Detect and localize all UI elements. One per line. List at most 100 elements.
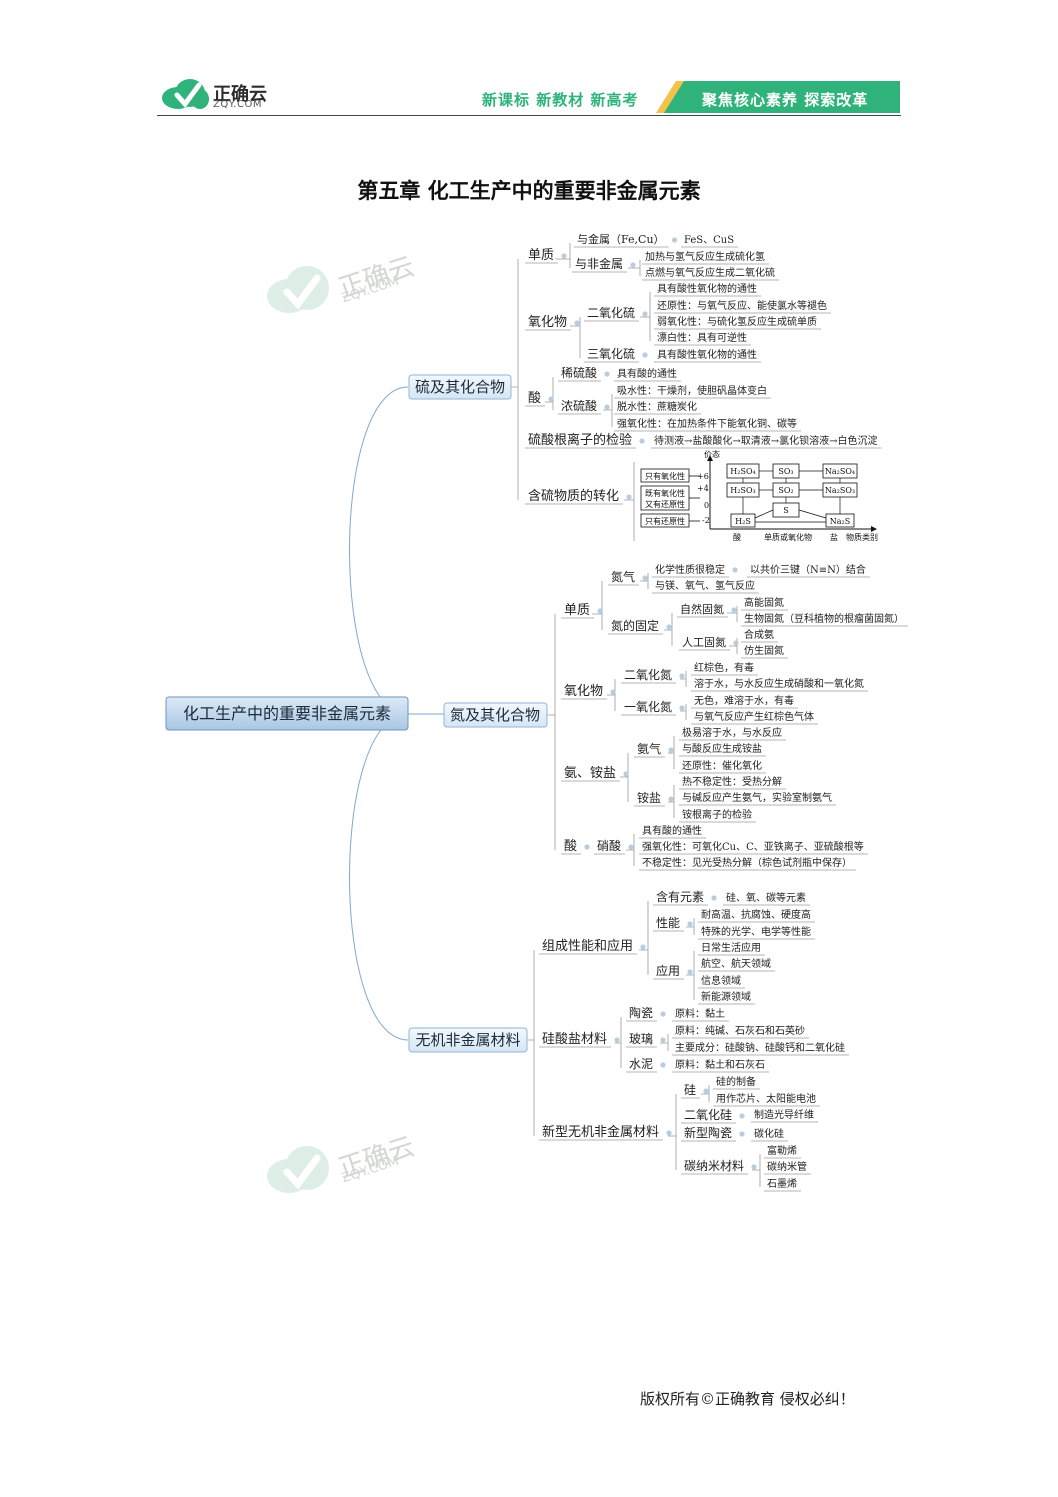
node-nh3: 氨气 [637, 741, 661, 756]
leaf-text: 加热与氢气反应生成硫化氢 [645, 250, 765, 263]
connector-dot [660, 1011, 666, 1017]
node-cnt: 碳纳米材料 [684, 1159, 744, 1173]
leaf-text: 硅的制备 [716, 1075, 756, 1088]
bracket-connector [752, 1154, 761, 1187]
leaf-text: 具有酸性氧化物的通性 [657, 282, 757, 295]
connector-dot [628, 844, 634, 850]
node-sulfur-elem: 单质 [528, 248, 554, 263]
bracket-connector [626, 834, 635, 866]
leaf-text: 新能源领域 [701, 990, 751, 1003]
leaf-text: 漂白性：具有可逆性 [657, 331, 747, 344]
leaf-text: 脱水性：蔗糖炭化 [617, 400, 697, 413]
sulfur-conversion-diagram: 价态 +6 +4 0 -2 只有氧化性 既有氧化性 又有还原性 只有还原性 H₂… [640, 449, 878, 542]
node-n2: 氮气 [611, 569, 635, 584]
bracket-connector [511, 259, 519, 500]
bracket-connector [545, 377, 554, 410]
valence-label: +6 [697, 472, 709, 481]
bracket-connector [640, 573, 649, 589]
leaf-text: 与镁、氧气、氢气反应 [655, 579, 755, 592]
connector-dot [751, 1164, 757, 1170]
leaf-text: 具有酸性氧化物的通性 [657, 348, 757, 361]
connector-dot [739, 1113, 745, 1119]
leaf-text: 特殊的光学、电学等性能 [701, 925, 811, 938]
slogan-right: 聚焦核心素养 探索改革 [702, 91, 869, 109]
valence-label: +4 [697, 484, 709, 493]
valence-label: 0 [704, 501, 709, 510]
diagram-x-axis-label: 盐 [830, 532, 838, 542]
sulfur-node-box [408, 374, 512, 400]
leaf-text: 信息领域 [701, 974, 741, 987]
leaf-text: 以共价三键（N≡N）结合 [750, 563, 866, 576]
connector-dot [561, 253, 567, 259]
leaf-text: 强氧化性：在加热条件下能氧化铜、碳等 [617, 417, 797, 430]
leaf-text: 碳化硅 [754, 1127, 784, 1140]
bracket-connector [592, 581, 603, 630]
node-ceramic: 陶瓷 [629, 1005, 653, 1020]
leaf-text: 富勒烯 [767, 1144, 797, 1157]
leaf-text: 与碱反应产生氨气，实验室制氨气 [682, 791, 832, 804]
connector-dot [671, 237, 678, 243]
node-perf: 性能 [656, 916, 680, 930]
node-glass: 玻璃 [629, 1032, 653, 1046]
mindmap-underlines [511, 243, 908, 1192]
watermark-cloud-icon [267, 266, 329, 313]
leaf-text: 与氧气反应产生红棕色气体 [694, 710, 814, 723]
leaf-text: 与酸反应生成铵盐 [682, 742, 762, 755]
node-new: 新型无机非金属材料 [542, 1124, 659, 1140]
compound-label: S [783, 506, 788, 515]
mindmap-nodes: 化工生产中的重要非金属元素 硫及其化合物 氮及其化合物 无机非金属材料 [165, 374, 548, 1053]
page-title: 第五章 化工生产中的重要非金属元素 [357, 178, 701, 203]
diagram-x-axis-label: 酸 [733, 532, 741, 542]
node-natural: 自然固氮 [680, 602, 724, 616]
compound-label: H₂SO₄ [730, 467, 755, 476]
connector-dot [548, 396, 554, 402]
connector-dot [660, 1062, 666, 1068]
node-cement: 水泥 [629, 1057, 653, 1071]
inorganic-node-label: 无机非金属材料 [415, 1031, 520, 1049]
copyright-footer: 版权所有©正确教育 侵权必纠！ [640, 1390, 855, 1408]
leaf-text: 石墨烯 [767, 1177, 797, 1190]
bracket-connector [607, 679, 616, 711]
compound-label: H₂SO₃ [730, 486, 755, 495]
leaf-text: 待测液→盐酸酸化→取清液→氯化钡溶液→白色沉淀 [654, 434, 878, 447]
mindmap-labels: 单质与金属（Fe,Cu）FeS、CuS与非金属加热与氢气反应生成硫化氢点燃与氧气… [528, 232, 904, 1190]
nitrogen-node-box [443, 702, 548, 728]
valence-label: -2 [702, 516, 710, 525]
leaf-text: 主要成分：硅酸钠、硅酸钙和二氧化硅 [675, 1041, 845, 1054]
node-artificial: 人工固氮 [682, 635, 726, 649]
compound-label: SO₂ [778, 486, 793, 495]
leaf-text: 弱氧化性：与硫化氢反应生成硫单质 [657, 315, 817, 328]
leaf-text: 红棕色，有毒 [694, 661, 754, 674]
bracket-connector [555, 243, 571, 268]
connector-dot [604, 404, 610, 410]
connector-dot [668, 796, 674, 802]
node-newceramic: 新型陶瓷 [684, 1125, 732, 1140]
root-node-box [165, 696, 409, 731]
bracket-connector [727, 606, 738, 622]
node-app: 应用 [656, 963, 680, 978]
connector-dot [623, 771, 629, 777]
connector-dot [610, 689, 616, 695]
connector-dot [731, 607, 737, 613]
diagram-y-axis-label: 价态 [704, 449, 720, 459]
leaf-text: 用作芯片、太阳能电池 [716, 1092, 816, 1105]
leaf-text: 化学性质很稳定 [655, 563, 725, 576]
bracket-connector [639, 901, 649, 975]
leaf-text: 不稳定性：见光受热分解（棕色试剂瓶中保存） [642, 856, 852, 869]
property-box-label: 只有还原性 [645, 516, 685, 526]
leaf-text: 碳纳米管 [767, 1160, 807, 1173]
connector-dot [626, 494, 632, 500]
bracket-connector [620, 753, 629, 802]
root-node-label: 化工生产中的重要非金属元素 [183, 704, 391, 723]
bracket-connector [640, 292, 651, 341]
bracket-connector [668, 785, 675, 818]
compound-label: Na₂S [830, 517, 850, 526]
bracket-connector [680, 704, 687, 720]
connector-dot [642, 311, 648, 317]
node-sulfur-oxide: 氧化物 [528, 315, 567, 330]
connector-dot [666, 624, 672, 630]
bracket-connector [527, 950, 535, 1136]
compound-label: Na₂SO₄ [825, 467, 855, 476]
leaf-text: 原料：黏土和石灰石 [675, 1058, 765, 1071]
leaf-text: 制造光导纤维 [754, 1108, 814, 1121]
